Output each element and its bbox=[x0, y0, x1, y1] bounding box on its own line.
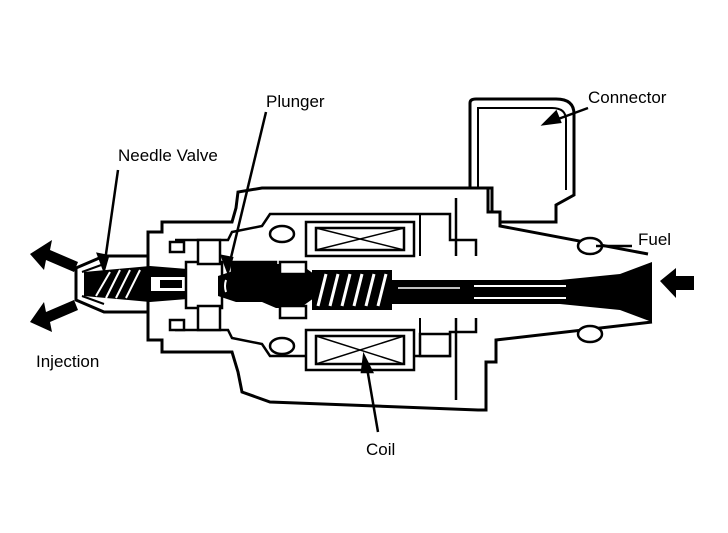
needle-valve bbox=[84, 266, 200, 302]
injection-arrow-upper bbox=[30, 240, 78, 272]
leader-lines bbox=[96, 106, 632, 433]
injection-arrow-lower bbox=[30, 300, 78, 332]
fuel-inlet-tube bbox=[390, 262, 652, 322]
needle-valve-leader bbox=[102, 169, 120, 269]
o-ring-lower-left bbox=[268, 336, 296, 356]
coil-winding-lower bbox=[304, 328, 416, 372]
o-ring-fuel-lower bbox=[576, 324, 604, 344]
connector-housing bbox=[468, 97, 576, 224]
injection-label: Injection bbox=[36, 352, 100, 371]
o-rings bbox=[168, 224, 604, 356]
fuel-arrow bbox=[660, 268, 694, 298]
seal-lower-left bbox=[168, 318, 186, 332]
coil-winding-upper bbox=[304, 220, 416, 258]
connector-label: Connector bbox=[588, 88, 667, 107]
o-ring-upper-left bbox=[268, 224, 296, 244]
seal-upper-left bbox=[168, 240, 186, 254]
plunger-label: Plunger bbox=[266, 92, 325, 111]
pole-piece bbox=[278, 260, 452, 358]
return-spring bbox=[312, 270, 392, 310]
plunger-leader bbox=[226, 111, 268, 271]
injection-arrows bbox=[30, 240, 78, 332]
fuel-label: Fuel bbox=[638, 230, 672, 249]
needle-valve-label: Needle Valve bbox=[118, 146, 218, 165]
coil-leader bbox=[364, 361, 380, 433]
coil-label: Coil bbox=[366, 440, 396, 459]
